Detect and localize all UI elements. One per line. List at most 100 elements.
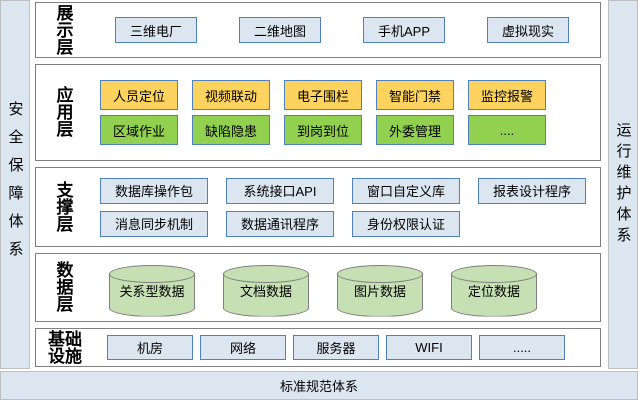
component-label: 网络 <box>229 341 256 356</box>
component-label: .... <box>499 122 515 138</box>
data-store-cylinder: 关系型数据 <box>109 264 195 309</box>
component-label: 监控报警 <box>480 88 533 104</box>
component-label: 身份权限认证 <box>366 217 445 232</box>
component-box: 电子围栏 <box>284 80 362 110</box>
layer-label-line: 示 <box>56 20 74 40</box>
layer-label-line: 层 <box>56 214 74 234</box>
component-row: 区域作业 缺陷隐患 到岗到位 外委管理.... <box>94 115 600 145</box>
standards-label: 标准规范体系 <box>279 379 358 394</box>
component-row: 消息同步机制 数据通讯程序 身份权限认证 <box>94 210 600 237</box>
layer-support-label: 支撑层 <box>36 168 94 246</box>
component-row: 三维电厂 二维地图 手机APP 虚拟现实 <box>94 17 600 43</box>
standards-pillar: 标准规范体系 <box>0 371 638 400</box>
component-box: 智能门禁 <box>376 80 454 110</box>
component-box: WIFI <box>386 335 472 360</box>
component-box: 手机APP <box>363 17 445 43</box>
layer-application: 应用层 人员定位 视频联动 电子围栏 智能门禁 监控报警区域作业 缺陷隐患 到岗到位 外委管理… <box>35 64 601 161</box>
layer-data: 数据层 关系型数据 文档数据 图片数据 定位数据 <box>35 253 601 322</box>
component-box: ..... <box>479 335 565 360</box>
layer-display-content: 三维电厂 二维地图 手机APP 虚拟现实 <box>94 3 600 57</box>
component-box: 身份权限认证 <box>352 210 460 237</box>
component-label: 机房 <box>136 341 163 356</box>
data-store-cylinder: 定位数据 <box>451 264 537 309</box>
component-label: 外委管理 <box>388 123 441 139</box>
component-label: 到岗到位 <box>296 123 349 139</box>
component-row: 人员定位 视频联动 电子围栏 智能门禁 监控报警 <box>94 80 600 110</box>
component-label: 人员定位 <box>112 88 165 104</box>
layer-application-content: 人员定位 视频联动 电子围栏 智能门禁 监控报警区域作业 缺陷隐患 到岗到位 外委管理.... <box>94 65 600 160</box>
component-box: 服务器 <box>293 335 379 360</box>
component-box: 二维地图 <box>239 17 321 43</box>
data-store-cylinder: 文档数据 <box>223 264 309 309</box>
layer-label-line: 应 <box>56 86 74 105</box>
security-assurance-pillar: 安全保障体系 <box>0 0 30 369</box>
layer-data-label: 数据层 <box>36 254 94 321</box>
component-label: 智能门禁 <box>388 88 441 104</box>
layer-infrastructure-label: 基础设施 <box>36 329 94 366</box>
layer-label-line: 设施 <box>48 346 82 366</box>
layer-label-line: 层 <box>56 37 74 57</box>
component-box: 人员定位 <box>100 80 178 110</box>
component-box: 缺陷隐患 <box>192 115 270 145</box>
layer-label-line: 展 <box>56 3 74 23</box>
layer-label-line: 数 <box>56 261 74 280</box>
layer-data-content: 关系型数据 文档数据 图片数据 定位数据 <box>94 254 600 321</box>
layer-display-label: 展示层 <box>36 3 94 57</box>
component-label: 视频联动 <box>204 88 257 104</box>
layer-label-line: 基础 <box>48 329 82 349</box>
security-assurance-label: 安全保障体系 <box>6 100 24 269</box>
component-label: 服务器 <box>316 341 356 356</box>
component-label: WIFI <box>415 340 443 355</box>
layer-label-line: 用 <box>56 103 74 122</box>
component-box: 数据库操作包 <box>100 177 208 204</box>
component-row: 关系型数据 文档数据 图片数据 定位数据 <box>94 264 600 309</box>
component-box: 视频联动 <box>192 80 270 110</box>
component-label: 二维地图 <box>253 23 306 39</box>
layer-label-line: 支 <box>56 180 74 200</box>
layer-display: 展示层 三维电厂 二维地图 手机APP 虚拟现实 <box>35 2 601 58</box>
component-label: 电子围栏 <box>296 88 349 104</box>
component-box: 区域作业 <box>100 115 178 145</box>
layer-support: 支撑层 数据库操作包 系统接口API 窗口自定义库 报表设计程序消息同步机制 数据通讯程… <box>35 167 601 247</box>
component-label: 数据库操作包 <box>114 184 193 199</box>
component-label: 数据通讯程序 <box>240 217 319 232</box>
component-box: 窗口自定义库 <box>352 177 460 204</box>
component-label: 文档数据 <box>239 284 292 299</box>
component-label: 缺陷隐患 <box>204 123 257 139</box>
component-label: 三维电厂 <box>129 23 182 39</box>
component-row: 数据库操作包 系统接口API 窗口自定义库 报表设计程序 <box>94 177 600 204</box>
component-box: 报表设计程序 <box>478 177 586 204</box>
component-label: 关系型数据 <box>119 284 185 299</box>
component-row: 机房 网络 服务器 WIFI..... <box>94 335 600 360</box>
data-store-cylinder: 图片数据 <box>337 264 423 309</box>
component-box: 监控报警 <box>468 80 546 110</box>
operation-maintenance-label: 运行维护体系 <box>614 121 632 248</box>
component-box: 网络 <box>200 335 286 360</box>
component-box: 到岗到位 <box>284 115 362 145</box>
component-label: 区域作业 <box>112 123 165 139</box>
operation-maintenance-pillar: 运行维护体系 <box>608 0 638 369</box>
component-box: 系统接口API <box>226 177 334 204</box>
component-label: 消息同步机制 <box>114 217 193 232</box>
component-label: ..... <box>512 340 532 355</box>
component-box: 外委管理 <box>376 115 454 145</box>
component-label: 系统接口API <box>243 184 317 199</box>
layer-label-line: 层 <box>56 120 74 139</box>
component-box: 三维电厂 <box>115 17 197 43</box>
component-label: 手机APP <box>377 23 430 39</box>
component-label: 图片数据 <box>353 284 406 299</box>
component-box: 数据通讯程序 <box>226 210 334 237</box>
component-box: 虚拟现实 <box>487 17 569 43</box>
layer-infrastructure: 基础设施 机房 网络 服务器 WIFI..... <box>35 328 601 367</box>
layer-application-label: 应用层 <box>36 65 94 160</box>
component-label: 虚拟现实 <box>501 23 554 39</box>
component-box: 机房 <box>107 335 193 360</box>
component-box: .... <box>468 115 546 145</box>
component-box: 消息同步机制 <box>100 210 208 237</box>
layer-label-line: 撑 <box>56 197 74 217</box>
layer-infrastructure-content: 机房 网络 服务器 WIFI..... <box>94 329 600 366</box>
component-label: 报表设计程序 <box>492 184 571 199</box>
component-label: 窗口自定义库 <box>366 184 445 199</box>
component-label: 定位数据 <box>467 284 520 299</box>
